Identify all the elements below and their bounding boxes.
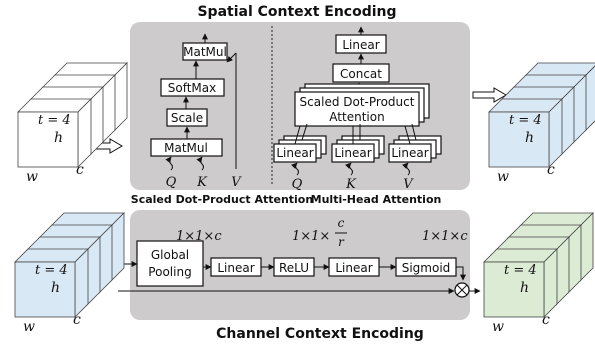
- spatial-in-c-label: c: [76, 162, 84, 178]
- mha-caption: Multi-Head Attention: [311, 193, 442, 206]
- spatial-out-slice-top: [524, 62, 595, 77]
- spatial-in-time-label: t = 4: [38, 113, 71, 128]
- spatial-out-c-label: c: [547, 162, 555, 178]
- sigmoid-label: Sigmoid: [402, 261, 451, 275]
- sdpa-input-v: V: [231, 175, 242, 190]
- matmul-top-box: [182, 42, 228, 61]
- scale-box: [166, 108, 208, 127]
- global-pooling-label-1: Global: [151, 248, 189, 262]
- channel-block: Global Pooling Linear ReLU Linear Sigmoi…: [105, 216, 481, 298]
- spatial-in-slice-front: [17, 111, 79, 168]
- spatial-in-w-label: w: [26, 169, 38, 185]
- spatial-out-h-label: h: [525, 130, 534, 146]
- sdpa-input-k: K: [196, 175, 208, 190]
- concat-label: Concat: [340, 67, 382, 81]
- mha-linear-top-box: [335, 34, 387, 54]
- scale-label: Scale: [171, 111, 203, 125]
- relu-label: ReLU: [279, 261, 309, 275]
- sdpa-block: MatMul SoftMax Scale MatMul Q K V: [150, 33, 242, 190]
- spatial-out-time-label: t = 4: [509, 113, 542, 128]
- mha-sdpa-label-2: Attention: [329, 110, 384, 124]
- mha-sdpa-box: [294, 91, 420, 127]
- spatial-out-w-label: w: [497, 169, 509, 185]
- dim-reduced-numerator: c: [338, 216, 345, 230]
- global-pooling-box: [136, 240, 204, 287]
- mha-sdpa-label-1: Scaled Dot-Product: [300, 95, 415, 109]
- channel-title: Channel Context Encoding: [216, 326, 424, 342]
- channel-out-w-label: w: [492, 319, 504, 335]
- mha-linear-top-label: Linear: [342, 38, 379, 52]
- dim-reduced-prefix: 1×1×: [292, 229, 330, 244]
- channel-in-slice-front: [14, 261, 76, 318]
- sdpa-caption: Scaled Dot-Product Attention: [131, 193, 313, 206]
- sdpa-input-q: Q: [166, 175, 177, 190]
- channel-in-c-label: c: [73, 312, 81, 328]
- channel-linear-2-label: Linear: [335, 261, 372, 275]
- dim-reduced: 1×1×: [292, 229, 330, 244]
- channel-linear-1-label: Linear: [217, 261, 254, 275]
- global-pooling-label-2: Pooling: [148, 265, 191, 279]
- linear-v-label: Linear: [391, 146, 428, 160]
- dim-pooled: 1×1×c: [176, 229, 222, 244]
- mha-input-v: V: [403, 177, 414, 192]
- channel-out-slice-front: [483, 261, 545, 318]
- matmul-bottom-label: MatMul: [164, 141, 208, 155]
- channel-out-c-label: c: [542, 312, 550, 328]
- concat-box: [332, 63, 390, 83]
- channel-in-w-label: w: [23, 319, 35, 335]
- dim-reduced-denominator: r: [338, 235, 345, 249]
- softmax-label: SoftMax: [168, 81, 217, 95]
- channel-out-h-label: h: [520, 280, 529, 296]
- mha-input-k: K: [345, 177, 357, 192]
- matmul-top-label: MatMul: [183, 45, 227, 59]
- channel-in-time-label: t = 4: [35, 263, 68, 278]
- matmul-bottom-box: [150, 138, 223, 157]
- spatial-title: Spatial Context Encoding: [197, 4, 396, 20]
- channel-in-h-label: h: [51, 280, 60, 296]
- channel-out-time-label: t = 4: [504, 263, 537, 278]
- mha-block: Linear Concat Scaled Dot-Product Attenti…: [273, 26, 442, 192]
- softmax-box: [160, 78, 225, 97]
- spatial-in-h-label: h: [54, 130, 63, 146]
- output-arrow-icon: [472, 87, 507, 103]
- spatial-out-slice-front: [488, 111, 550, 168]
- mha-input-q: Q: [292, 177, 303, 192]
- linear-q-label: Linear: [276, 146, 313, 160]
- linear-k-label: Linear: [334, 146, 371, 160]
- dim-sigmoid: 1×1×c: [422, 229, 468, 244]
